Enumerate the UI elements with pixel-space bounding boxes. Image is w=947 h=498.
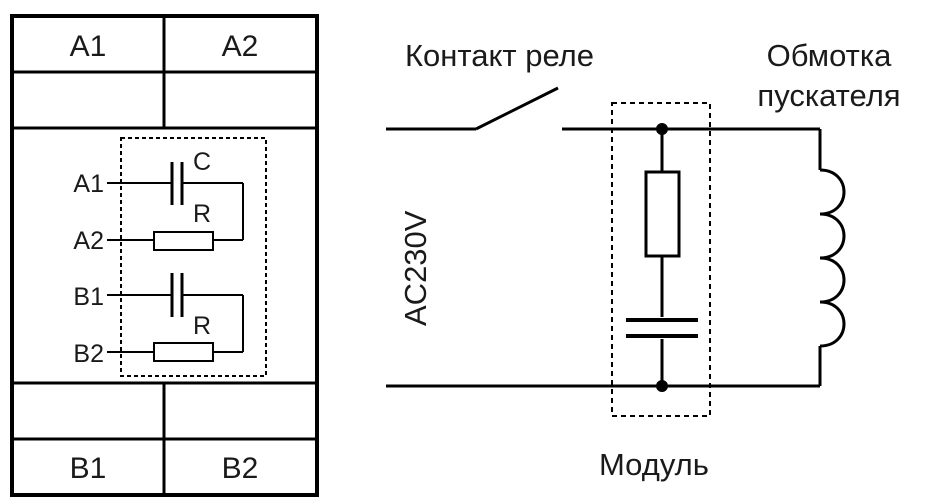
voltage-label: AC230V [398, 210, 433, 326]
rc-dashed-box [120, 137, 267, 377]
relay-contact-switch [475, 86, 559, 131]
terminal-a2-label: A2 [222, 30, 259, 63]
circuit-schematic [386, 86, 846, 417]
resistor-label-lower: R [193, 312, 211, 340]
terminal-b2-label: B2 [222, 452, 259, 485]
pin-a2-label: A2 [73, 227, 104, 255]
module-label: Модуль [599, 447, 709, 482]
coil-inductor [819, 168, 846, 348]
relay-contact-label: Контакт реле [405, 38, 594, 73]
rc-network-upper [107, 162, 244, 251]
resistor [153, 342, 214, 362]
coil-label-line1: Обмотка [767, 38, 893, 73]
coil-label-line2: пускателя [757, 78, 900, 113]
module-dashed-box [611, 102, 711, 417]
rc-network-lower [107, 273, 244, 362]
module-terminal-block [10, 14, 319, 497]
resistor [153, 231, 214, 251]
pin-a1-label: A1 [73, 170, 104, 198]
capacitor-label-upper: C [193, 148, 211, 176]
junction-dot-bottom [656, 380, 668, 392]
pin-b2-label: B2 [73, 340, 104, 368]
junction-dot-top [656, 123, 668, 135]
terminal-b1-label: B1 [70, 452, 107, 485]
terminal-a1-label: A1 [70, 30, 107, 63]
resistor-label-upper: R [193, 200, 211, 228]
pin-b1-label: B1 [73, 283, 104, 311]
branch-resistor [644, 170, 681, 258]
